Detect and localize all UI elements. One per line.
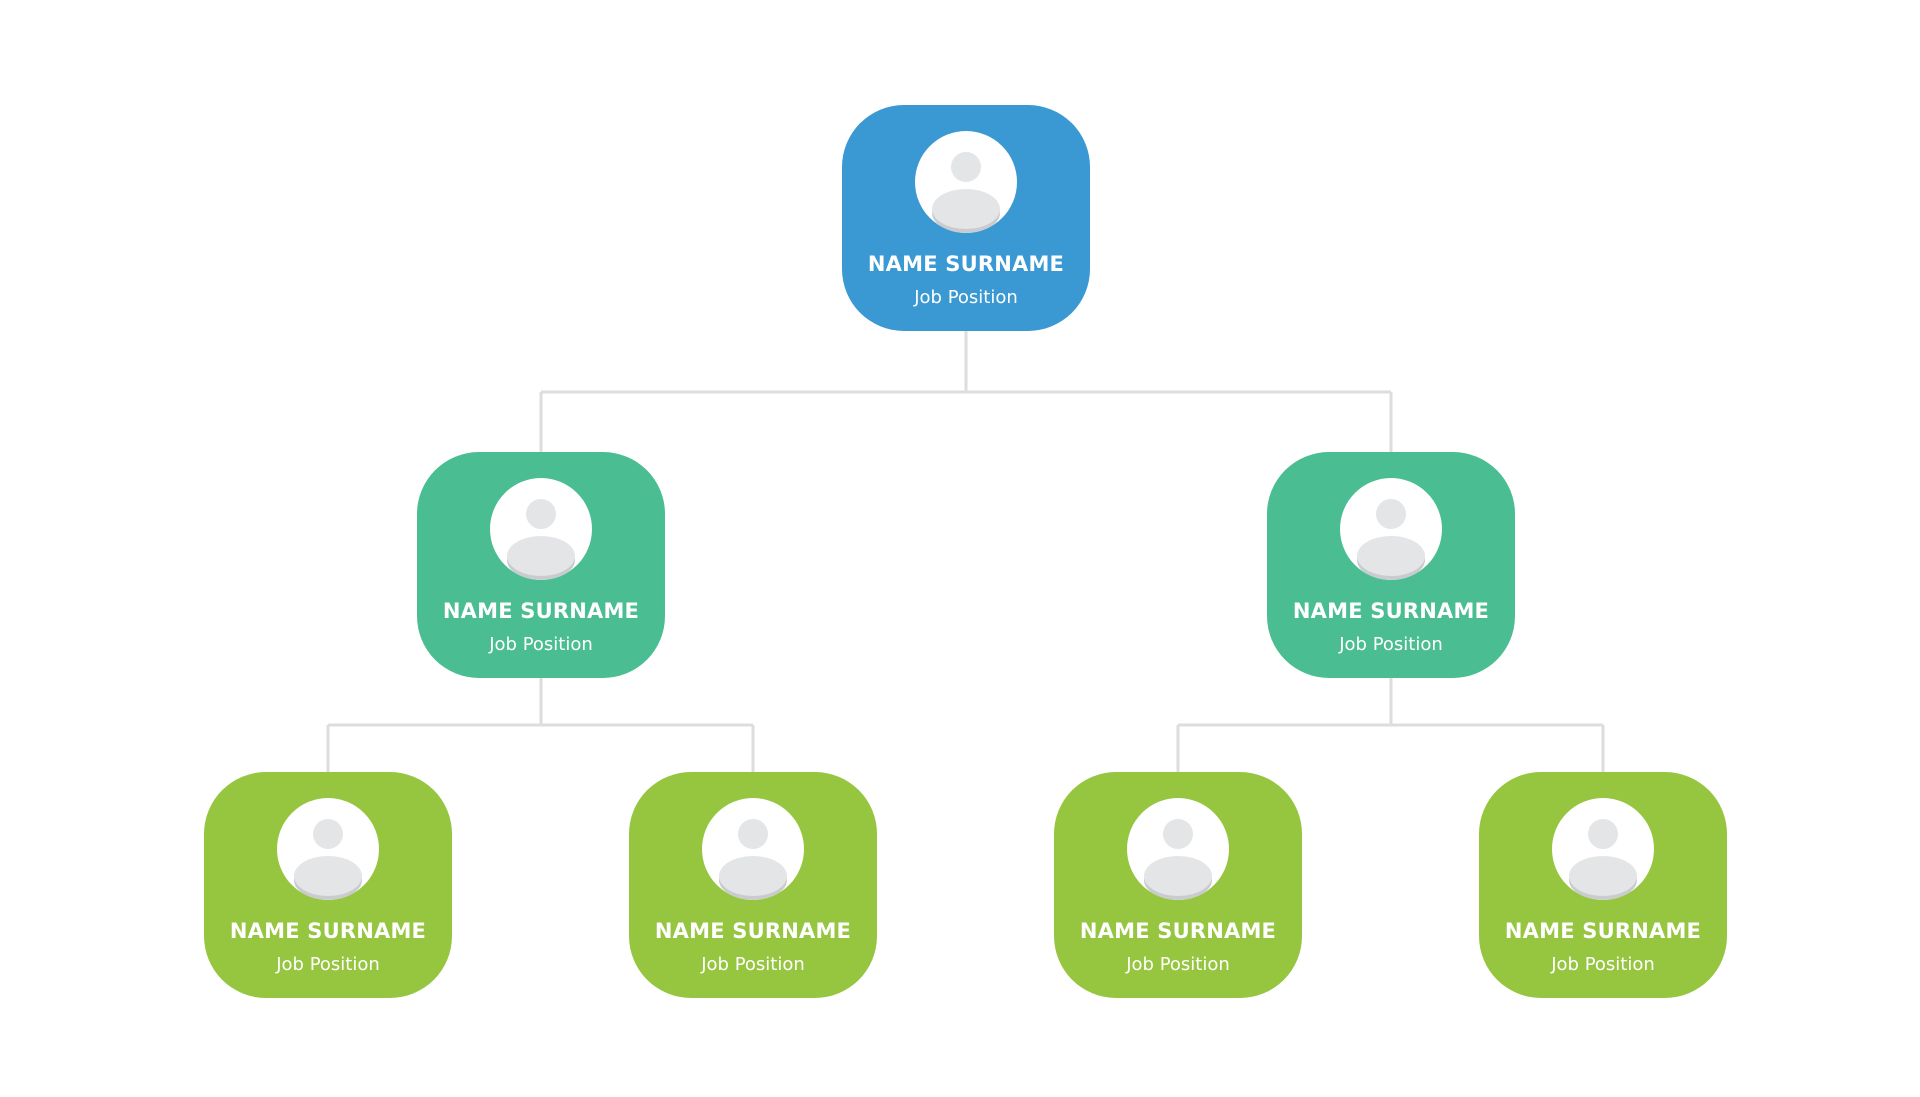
user-avatar-icon [702,798,804,900]
node-name: NAME SURNAME [1079,919,1277,943]
avatar-body [1569,856,1637,896]
user-avatar-icon [277,798,379,900]
avatar-body [719,856,787,896]
node-job-position: Job Position [701,954,805,975]
node-job-position: Job Position [489,634,593,655]
node-job-position: Job Position [1126,954,1230,975]
org-node-root[interactable]: NAME SURNAME Job Position [842,105,1090,331]
org-node-level3-2[interactable]: NAME SURNAME Job Position [629,772,877,998]
avatar-head [951,152,981,182]
node-name: NAME SURNAME [442,599,640,623]
node-name: NAME SURNAME [1504,919,1702,943]
user-avatar-icon [1340,478,1442,580]
avatar-head [738,819,768,849]
user-avatar-icon [490,478,592,580]
avatar-head [1163,819,1193,849]
user-avatar-icon [915,131,1017,233]
node-job-position: Job Position [914,287,1018,308]
org-node-level3-3[interactable]: NAME SURNAME Job Position [1054,772,1302,998]
node-name: NAME SURNAME [654,919,852,943]
org-node-level2-left[interactable]: NAME SURNAME Job Position [417,452,665,678]
user-avatar-icon [1127,798,1229,900]
node-name: NAME SURNAME [867,252,1065,276]
org-node-level3-1[interactable]: NAME SURNAME Job Position [204,772,452,998]
node-job-position: Job Position [1339,634,1443,655]
node-job-position: Job Position [276,954,380,975]
node-name: NAME SURNAME [229,919,427,943]
node-name: NAME SURNAME [1292,599,1490,623]
user-avatar-icon [1552,798,1654,900]
avatar-body [507,536,575,576]
avatar-body [294,856,362,896]
avatar-head [313,819,343,849]
avatar-head [1376,499,1406,529]
org-node-level3-4[interactable]: NAME SURNAME Job Position [1479,772,1727,998]
avatar-head [526,499,556,529]
avatar-head [1588,819,1618,849]
node-job-position: Job Position [1551,954,1655,975]
avatar-body [1144,856,1212,896]
avatar-body [932,189,1000,229]
avatar-body [1357,536,1425,576]
org-node-level2-right[interactable]: NAME SURNAME Job Position [1267,452,1515,678]
